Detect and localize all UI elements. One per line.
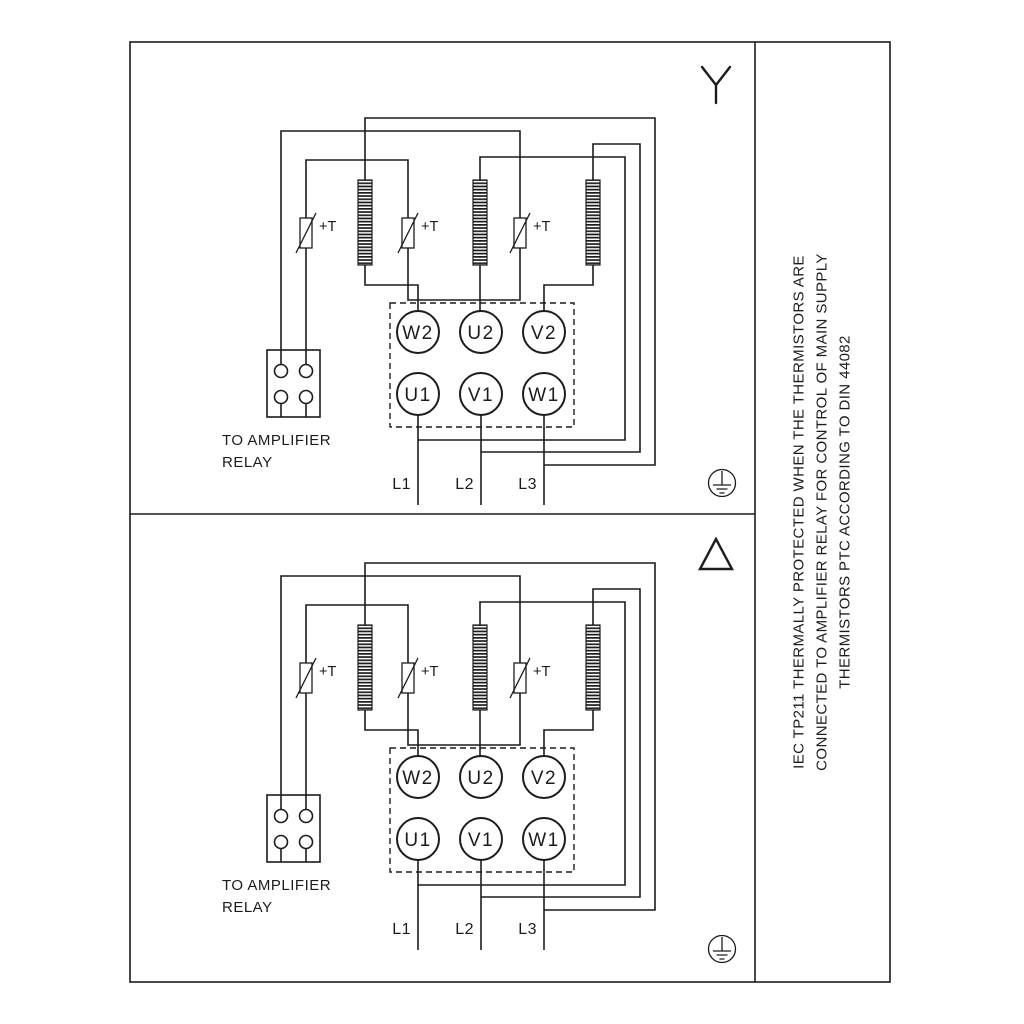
relay-note-line: TO AMPLIFIER	[222, 877, 331, 894]
terminal-label-u2: U2	[467, 323, 494, 344]
supply-line-label-l3: L3	[518, 921, 537, 938]
side-note-line-2: CONNECTED TO AMPLIFIER RELAY FOR CONTROL…	[813, 253, 831, 771]
supply-line-label-l3: L3	[518, 476, 537, 493]
relay-note-line: TO AMPLIFIER	[222, 432, 331, 449]
earth-ground-icon	[707, 934, 737, 964]
supply-line-label-l2: L2	[455, 921, 474, 938]
relay-note-line: RELAY	[222, 899, 273, 916]
thermistor-label: +T	[421, 219, 438, 235]
terminal-label-u2: U2	[467, 768, 494, 789]
side-note-line-3: THERMISTORS PTC ACCORDING TO DIN 44082	[836, 335, 854, 689]
terminal-label-u1: U1	[404, 830, 431, 851]
thermistor-label: +T	[533, 664, 550, 680]
terminal-label-w1: W1	[528, 830, 560, 851]
thermistor-label: +T	[319, 219, 336, 235]
relay-note-line: RELAY	[222, 454, 273, 471]
terminal-label-u1: U1	[404, 385, 431, 406]
supply-line-label-l1: L1	[392, 476, 411, 493]
supply-line-label-l1: L1	[392, 921, 411, 938]
terminal-label-v1: V1	[468, 830, 494, 851]
terminal-label-v1: V1	[468, 385, 494, 406]
diagram-border	[129, 41, 891, 983]
terminal-label-w2: W2	[402, 768, 434, 789]
terminal-label-w1: W1	[528, 385, 560, 406]
supply-line-label-l2: L2	[455, 476, 474, 493]
thermistor-label: +T	[421, 664, 438, 680]
terminal-label-v2: V2	[531, 768, 557, 789]
thermistor-label: +T	[319, 664, 336, 680]
side-note-line-1: IEC TP211 THERMALLY PROTECTED WHEN THE T…	[790, 255, 808, 769]
thermistor-label: +T	[533, 219, 550, 235]
terminal-label-w2: W2	[402, 323, 434, 344]
side-note: IEC TP211 THERMALLY PROTECTED WHEN THE T…	[788, 253, 857, 771]
panel-delta-connection: W2 U2 V2 U1 V1 W1 L1 L2 L3 +T +T +T TO A…	[222, 536, 737, 964]
delta-connection-icon	[698, 536, 734, 571]
panel-star-connection: W2 U2 V2 U1 V1 W1 L1 L2 L3 +T +T +T TO A…	[222, 65, 737, 506]
earth-ground-icon	[707, 468, 737, 498]
star-connection-icon	[700, 65, 732, 105]
terminal-label-v2: V2	[531, 323, 557, 344]
